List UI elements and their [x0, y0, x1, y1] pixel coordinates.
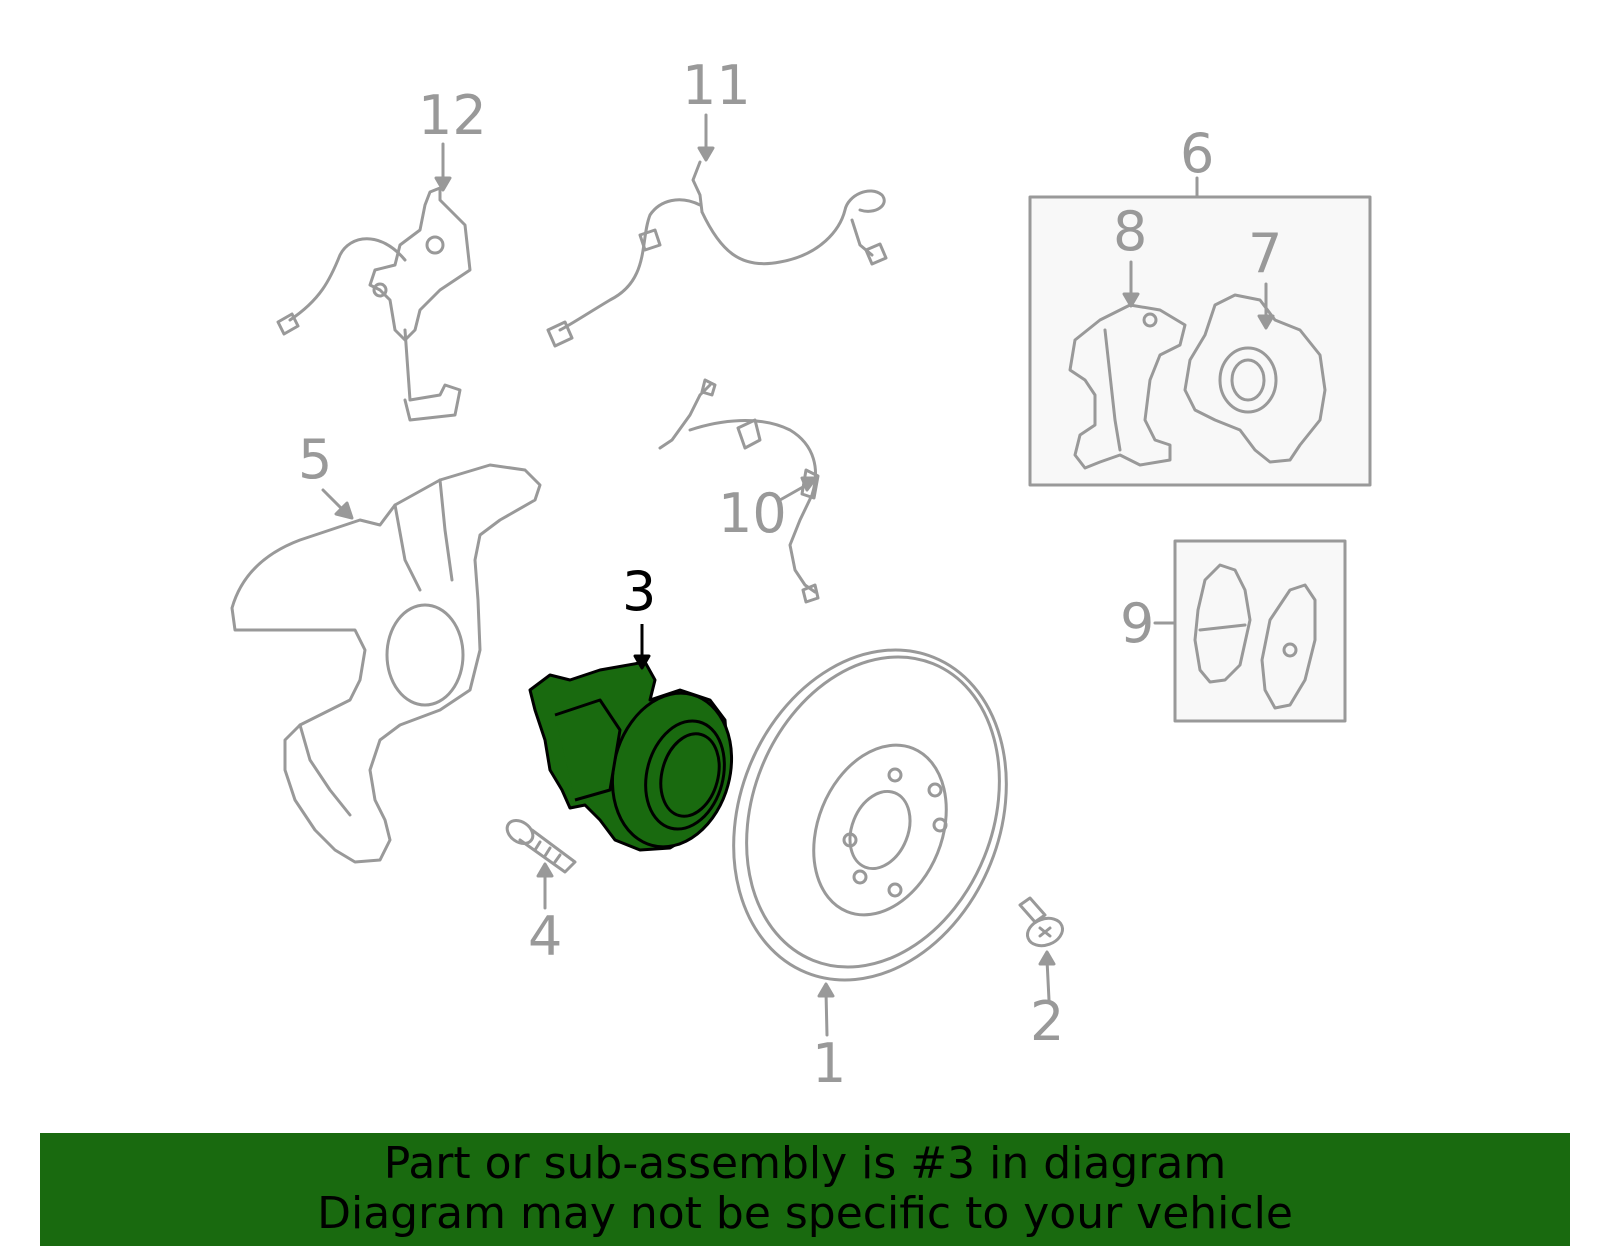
part-2-rotor-screw — [1018, 896, 1064, 948]
part-9-brake-pads-box — [1153, 539, 1347, 723]
part-5-dust-shield — [230, 463, 542, 864]
part-6-caliper-assembly-box — [1028, 176, 1372, 487]
part-4-hub-bolt — [505, 819, 577, 874]
part-1-brake-rotor — [732, 648, 1008, 982]
callout-9: 9 — [1120, 592, 1154, 655]
callout-leaders — [321, 113, 1275, 1037]
callout-10: 10 — [718, 482, 787, 545]
part-12-sensor-bracket — [276, 186, 472, 422]
banner-line-2: Diagram may not be specific to your vehi… — [317, 1188, 1293, 1239]
callout-6: 6 — [1180, 122, 1214, 185]
callout-7: 7 — [1248, 222, 1282, 285]
callout-12: 12 — [418, 84, 487, 147]
part-11-wire-harness — [546, 160, 888, 348]
info-banner: Part or sub-assembly is #3 in diagram Di… — [40, 1133, 1570, 1246]
callout-4: 4 — [528, 905, 562, 968]
callout-8: 8 — [1113, 200, 1147, 263]
banner-line-1: Part or sub-assembly is #3 in diagram — [383, 1138, 1227, 1189]
callout-11: 11 — [682, 54, 751, 117]
callout-2: 2 — [1030, 990, 1064, 1053]
callout-5: 5 — [298, 428, 332, 491]
part-3-hub-bearing-highlighted — [528, 624, 734, 852]
callout-3: 3 — [622, 560, 656, 623]
callout-1: 1 — [812, 1032, 846, 1095]
